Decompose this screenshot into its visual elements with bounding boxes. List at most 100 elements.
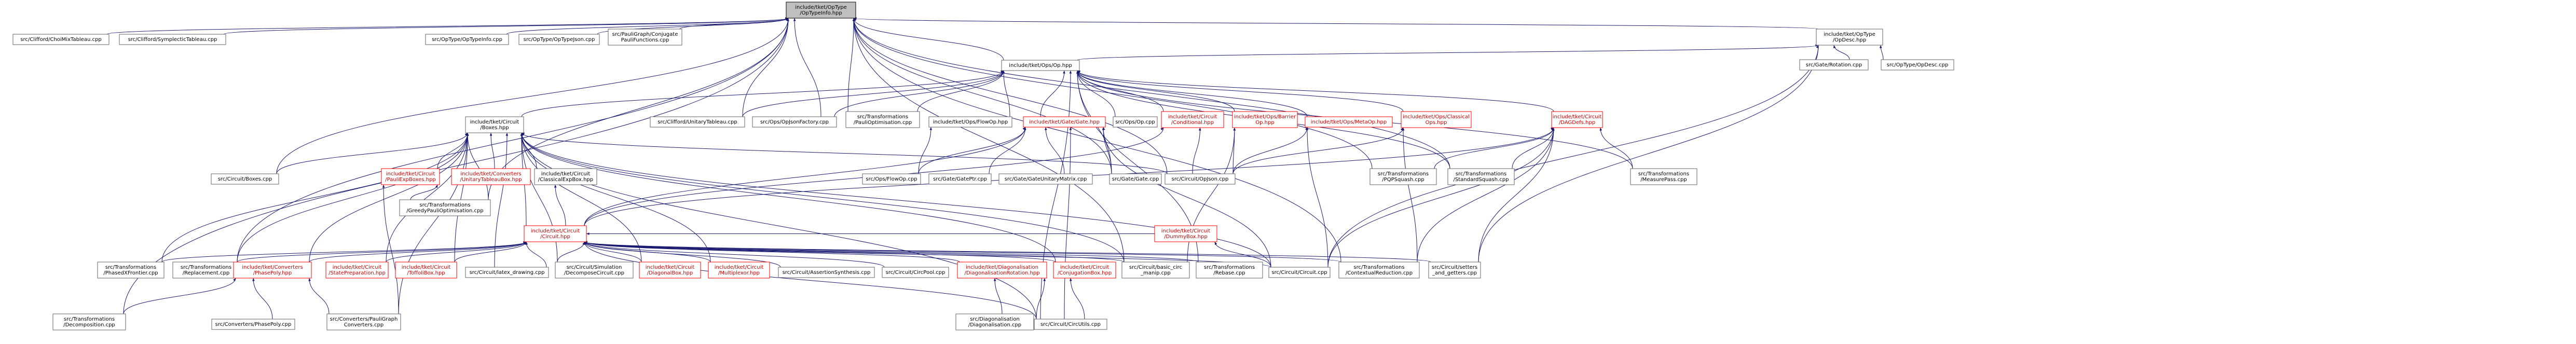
file-node-include-tket-diagonalisation-diagonalisationrotation-hpp[interactable]: include/tket/Diagonalisation/Diagonalisa…: [957, 262, 1047, 279]
file-node-src-transformations-pqpsquash-cpp[interactable]: src/Transformations/PQPSquash.cpp: [1369, 168, 1437, 185]
file-node-include-tket-circuit-dummybox-hpp[interactable]: include/tket/Circuit/DummyBox.hpp: [1154, 225, 1217, 242]
dependency-edge: [1040, 70, 1071, 320]
file-node-src-gate-gate-cpp[interactable]: src/Gate/Gate.cpp: [1109, 173, 1162, 185]
file-node-src-transformations-measurepass-cpp[interactable]: src/Transformations/MeasurePass.cpp: [1630, 168, 1697, 185]
dependency-edge: [521, 70, 1004, 117]
file-node-include-tket-circuit-toffolibox-hpp[interactable]: include/tket/Circuit/ToffoliBox.hpp: [395, 262, 457, 279]
dependency-edge: [1077, 70, 1554, 112]
file-node-include-tket-circuit-classicalexpbox-hpp[interactable]: include/tket/Circuit/ClassicalExpBox.hpp: [534, 168, 597, 185]
dependency-edge: [1512, 127, 1554, 169]
file-node-src-circuit-circpool-cpp[interactable]: src/Circuit/CircPool.cpp: [882, 267, 949, 278]
node-box: [1338, 262, 1420, 279]
file-node-src-transformations-contextualreduction-cpp[interactable]: src/Transformations/ContextualReduction.…: [1338, 262, 1420, 279]
dependency-edge: [584, 241, 1125, 263]
file-node-src-converters-phasepoly-cpp[interactable]: src/Converters/PhasePoly.cpp: [211, 319, 295, 330]
file-node-src-transformations-decomposition-cpp[interactable]: src/Transformations/Decomposition.cpp: [52, 313, 126, 331]
node-box: [465, 116, 524, 133]
node-box: [325, 262, 389, 279]
file-node-src-circuit-circuit-cpp[interactable]: src/Circuit/Circuit.cpp: [1268, 267, 1331, 278]
file-node-src-ops-opjsonfactory-cpp[interactable]: src/Ops/OpJsonFactory.cpp: [752, 116, 837, 128]
file-node-src-optype-opdesc-cpp[interactable]: src/OpType/OpDesc.cpp: [1881, 59, 1954, 71]
node-label: /Multiplexor.hpp: [718, 270, 760, 276]
node-label: src/Circuit/Boxes.cpp: [218, 176, 272, 182]
file-node-src-gate-gateptr-cpp[interactable]: src/Gate/GatePtr.cpp: [928, 173, 992, 185]
file-node-src-transformations-rebase-cpp[interactable]: src/Transformations/Rebase.cpp: [1196, 262, 1263, 279]
file-node-src-circuit-opjson-cpp[interactable]: src/Circuit/OpJson.cpp: [1164, 173, 1236, 185]
file-node-src-clifford-unitarytableau-cpp[interactable]: src/Clifford/UnitaryTableau.cpp: [650, 116, 745, 128]
node-box: [425, 34, 509, 45]
node-label: include/tket/Ops/Barrier: [1234, 114, 1296, 120]
file-node-src-circuit-circutils-cpp[interactable]: src/Circuit/CircUtils.cpp: [1034, 319, 1107, 330]
file-node-src-ops-op-cpp[interactable]: src/Ops/Op.cpp: [1113, 116, 1158, 128]
dependency-edge: [847, 18, 854, 112]
file-node-include-tket-converters-phasepoly-hpp[interactable]: include/tket/Converters/PhasePoly.hpp: [233, 262, 312, 279]
file-node-src-diagonalisation-diagonalisation-cpp[interactable]: src/Diagonalisation/Diagonalisation.cpp: [955, 313, 1034, 331]
file-node-include-tket-circuit-boxes-hpp[interactable]: include/tket/Circuit/Boxes.hpp: [465, 116, 524, 133]
dependency-edge: [1600, 127, 1633, 169]
file-node-src-optype-optypejson-cpp[interactable]: src/OpType/OpTypeJson.cpp: [518, 34, 600, 45]
dependency-edge: [584, 241, 960, 263]
file-node-include-tket-circuit-conditional-hpp[interactable]: include/tket/Circuit/Conditional.hpp: [1161, 111, 1224, 128]
node-label: /Rebase.cpp: [1213, 270, 1245, 276]
dependency-edge: [918, 127, 931, 174]
node-box: [1023, 116, 1106, 128]
file-node-src-circuit-assertionsynthesis-cpp[interactable]: src/Circuit/AssertionSynthesis.cpp: [778, 267, 875, 278]
file-node-src-circuit-setters-and-getters-cpp[interactable]: src/Circuit/setters_and_getters.cpp: [1428, 262, 1481, 279]
file-node-src-circuit-boxes-cpp[interactable]: src/Circuit/Boxes.cpp: [211, 173, 279, 185]
node-box: [928, 173, 992, 185]
file-node-src-gate-gateunitarymatrix-cpp[interactable]: src/Gate/GateUnitaryMatrix.cpp: [998, 173, 1093, 185]
node-label: src/OpType/OpTypeInfo.cpp: [432, 37, 502, 43]
node-box: [172, 262, 240, 279]
node-box: [1447, 168, 1515, 185]
file-node-include-tket-circuit-circuit-hpp[interactable]: include/tket/Circuit/Circuit.hpp: [524, 225, 587, 242]
file-node-src-transformations-phasedxfrontier-cpp[interactable]: src/Transformations/PhasedXFrontier.cpp: [97, 262, 165, 279]
file-node-src-clifford-choimixtableau-cpp[interactable]: src/Clifford/ChoiMixTableau.cpp: [12, 34, 109, 45]
dependency-edge: [521, 132, 1125, 263]
node-box: [1034, 319, 1107, 330]
file-node-include-tket-ops-metaop-hpp[interactable]: include/tket/Ops/MetaOp.hpp: [1305, 116, 1393, 128]
node-label: src/Circuit/CircPool.cpp: [886, 270, 946, 276]
file-node-include-tket-converters-unitarytableaubox-hpp[interactable]: include/tket/Converters/UnitaryTableauBo…: [451, 168, 531, 185]
file-node-include-tket-circuit-pauliexpboxes-hpp[interactable]: include/tket/Circuit/PauliExpBoxes.hpp: [381, 168, 440, 185]
edge-arrowhead: [1002, 71, 1005, 74]
node-label: /ClassicalExpBox.hpp: [538, 177, 593, 183]
file-node-src-optype-optypeinfo-cpp[interactable]: src/OpType/OpTypeInfo.cpp: [425, 34, 509, 45]
node-label: include/tket/Circuit: [646, 265, 695, 270]
file-node-include-tket-ops-op-hpp[interactable]: include/tket/Ops/Op.hpp: [1001, 60, 1080, 71]
dependency-edge: [853, 18, 1373, 169]
dependency-edge: [584, 241, 1199, 263]
file-node-include-tket-ops-flowop-hpp[interactable]: include/tket/Ops/FlowOp.hpp: [928, 116, 1012, 128]
file-node-include-tket-circuit-conjugationbox-hpp[interactable]: include/tket/Circuit/ConjugationBox.hpp: [1053, 262, 1116, 279]
file-node-src-gate-rotation-cpp[interactable]: src/Gate/Rotation.cpp: [1799, 59, 1869, 71]
file-node-src-circuit-basic-circ-manip-cpp[interactable]: src/Circuit/basic_circ_manip.cpp: [1121, 262, 1190, 279]
node-label: src/Transformations: [857, 114, 908, 120]
file-node-src-transformations-greedypaulioptimisation-cpp[interactable]: src/Transformations/GreedyPauliOptimisat…: [399, 199, 491, 216]
dependency-edge: [794, 18, 821, 117]
file-node-src-circuit-simulation-decomposecircuit-cpp[interactable]: src/Circuit/Simulation/DecomposeCircuit.…: [555, 262, 634, 279]
node-label: /PhasedXFrontier.cpp: [103, 270, 158, 276]
node-box: [955, 313, 1034, 331]
file-node-include-tket-circuit-diagonalbox-hpp[interactable]: include/tket/Circuit/DiagonalBox.hpp: [639, 262, 701, 279]
file-node-src-ops-flowop-cpp[interactable]: src/Ops/FlowOp.cpp: [862, 173, 921, 185]
file-node-src-transformations-standardsquash-cpp[interactable]: src/Transformations/StandardSquash.cpp: [1447, 168, 1515, 185]
file-node-include-tket-gate-gate-hpp[interactable]: include/tket/Gate/Gate.hpp: [1023, 116, 1106, 128]
dependency-edge: [521, 132, 711, 263]
edge-arrowhead: [1103, 127, 1105, 130]
dependency-edge: [1077, 70, 1116, 117]
file-node-src-clifford-symplectictableau-cpp[interactable]: src/Clifford/SymplecticTableau.cpp: [119, 34, 226, 45]
file-node-src-circuit-latex-drawing-cpp[interactable]: src/Circuit/latex_drawing.cpp: [465, 267, 549, 278]
node-label: include/tket/Circuit: [531, 228, 580, 234]
file-node-src-transformations-replacement-cpp[interactable]: src/Transformations/Replacement.cpp: [172, 262, 240, 279]
file-node-include-tket-circuit-multiplexor-hpp[interactable]: include/tket/Circuit/Multiplexor.hpp: [708, 262, 770, 279]
file-node-src-transformations-paulioptimisation-cpp[interactable]: src/Transformations/PauliOptimisation.cp…: [845, 111, 920, 128]
node-label: src/OpType/OpTypeJson.cpp: [524, 37, 595, 43]
file-node-include-tket-circuit-statepreparation-hpp[interactable]: include/tket/Circuit/StatePreparation.hp…: [325, 262, 389, 279]
node-label: /Replacement.cpp: [183, 270, 229, 276]
dependency-edge: [494, 132, 508, 268]
file-node-include-tket-optype-opdesc-hpp[interactable]: include/tket/OpType/OpDesc.hpp: [1816, 29, 1883, 46]
file-node-src-pauligraph-conjugatepaulifunctions-cpp[interactable]: src/PauliGraph/ConjugatePauliFunctions.c…: [608, 29, 682, 46]
file-node-include-tket-circuit-dagdefs-hpp[interactable]: include/tket/Circuit/DAGDefs.hpp: [1551, 111, 1603, 128]
